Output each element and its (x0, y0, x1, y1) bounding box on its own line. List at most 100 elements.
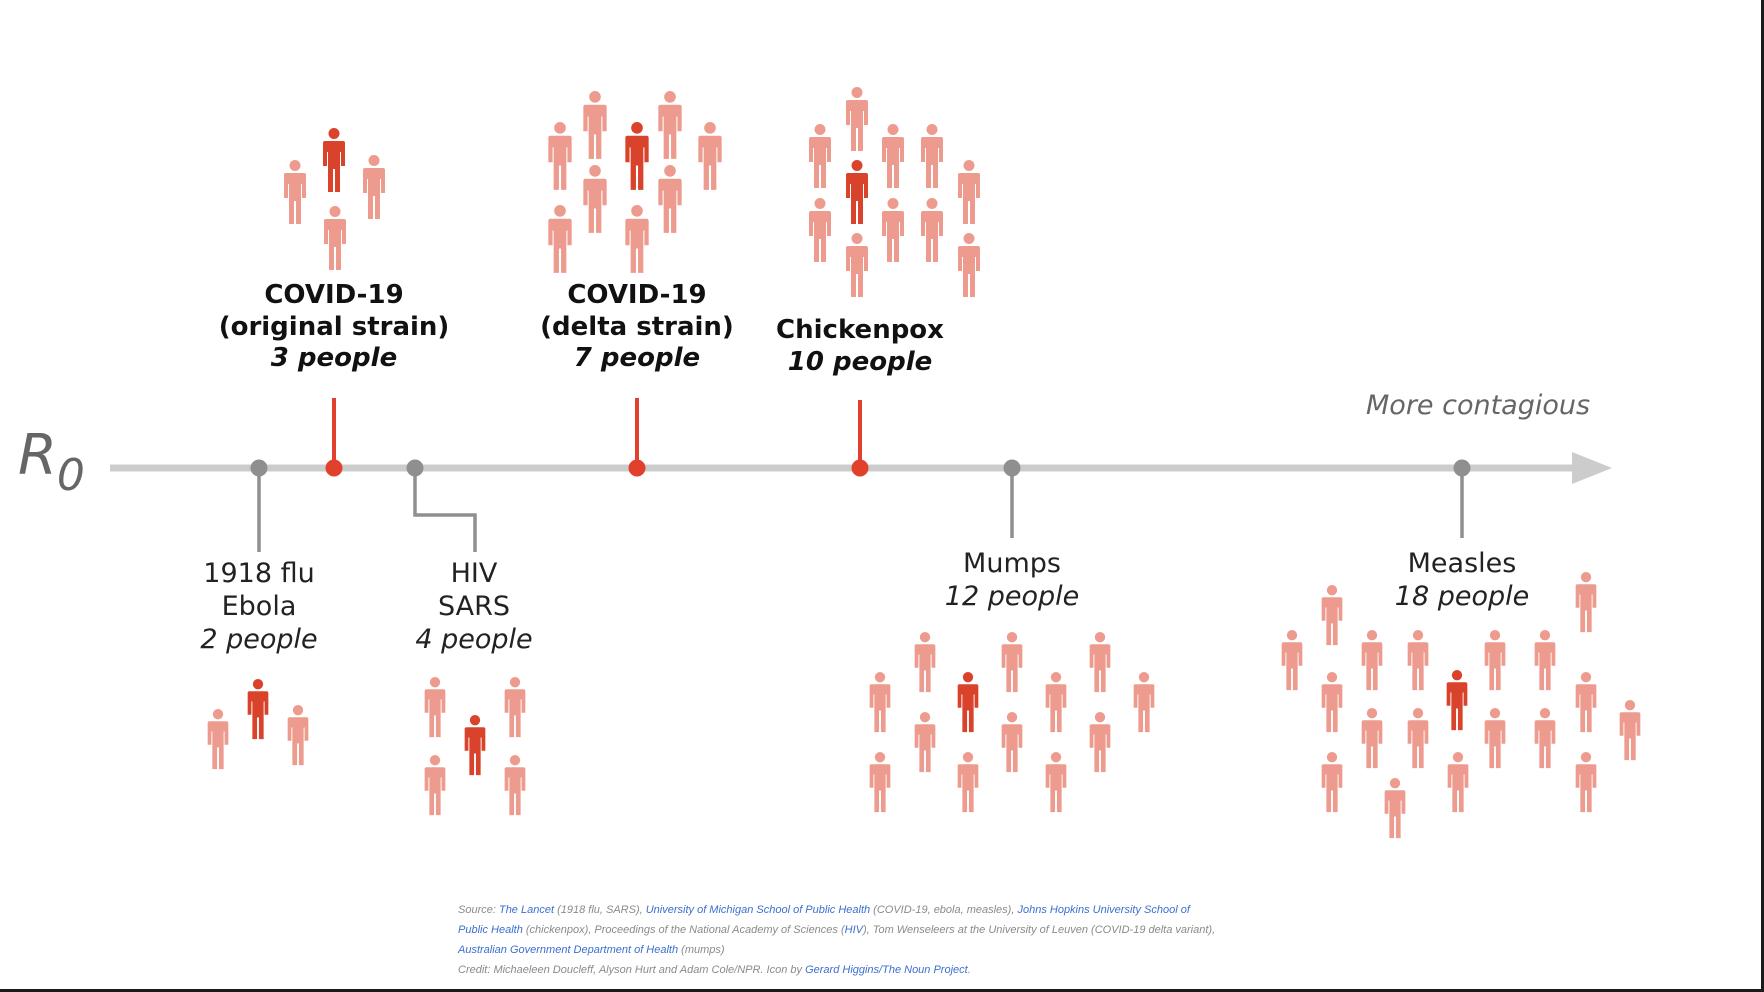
person-head (554, 122, 566, 134)
mumps-person-4 (1089, 632, 1111, 693)
person-body (846, 173, 868, 224)
source-text: Credit: Michaeleen Doucleff, Alyson Hurt… (458, 964, 806, 976)
person-body (424, 767, 446, 816)
chickenpox-person-6 (846, 160, 868, 224)
person-body (1575, 684, 1597, 733)
person-head (631, 122, 643, 134)
measles-person-18 (1575, 752, 1597, 813)
measles-person-16 (1321, 752, 1343, 813)
person-head (664, 165, 676, 177)
person-body (846, 246, 868, 297)
mumps-person-9 (1001, 712, 1023, 773)
person-body (921, 211, 943, 262)
person-head (1006, 712, 1018, 723)
mumps-count: 12 people (944, 580, 1080, 612)
measles-count: 18 people (1394, 580, 1530, 612)
person-body (504, 689, 526, 738)
source-link[interactable]: Johns Hopkins University School of (1017, 904, 1190, 916)
person-head (962, 752, 974, 763)
person-body (287, 717, 309, 766)
person-body (1089, 724, 1111, 773)
person-head (429, 677, 441, 688)
measles-person-4 (1281, 630, 1303, 691)
chickenpox-person-9 (921, 198, 943, 262)
person-body (1321, 597, 1343, 646)
person-head (919, 632, 931, 643)
person-head (963, 160, 975, 171)
measles-person-9 (1321, 672, 1343, 733)
person-head (851, 87, 863, 98)
chickenpox-person-7 (809, 198, 831, 262)
source-line-3: Australian Government Department of Heal… (458, 940, 1358, 960)
source-link[interactable]: University of Michigan School of Public … (645, 904, 871, 916)
person-body (1361, 642, 1383, 691)
person-head (926, 198, 938, 209)
person-head (469, 715, 481, 726)
mumps-person-3 (1001, 632, 1023, 693)
person-head (874, 672, 886, 683)
person-head (589, 165, 601, 177)
hiv-sars-stem (413, 468, 477, 552)
measles-person-14 (1534, 708, 1556, 769)
person-head (368, 155, 380, 166)
person-body (809, 137, 831, 188)
covid-delta-person-3 (658, 91, 682, 159)
person-body (1619, 712, 1641, 761)
person-head (963, 233, 975, 244)
person-body (548, 218, 572, 273)
measles-person-17 (1447, 752, 1469, 813)
chickenpox-person-4 (809, 124, 831, 188)
person-body (247, 691, 269, 740)
axis-arrowhead (1572, 452, 1612, 484)
measles-marker-dot (1453, 459, 1471, 477)
person-head (292, 705, 304, 716)
person-head (1138, 672, 1150, 683)
person-head (919, 712, 931, 723)
covid-original-label: COVID-19(original strain)3 people (219, 280, 450, 375)
person-body (869, 764, 891, 813)
measles-person-3 (1575, 572, 1597, 633)
hiv-sars-person-5 (504, 755, 526, 816)
person-head (1489, 708, 1501, 719)
source-link[interactable]: Australian Government Department of Heal… (458, 944, 679, 956)
source-link[interactable]: Public Health (458, 924, 523, 936)
covid-original-person-4 (324, 206, 346, 270)
chickenpox-person-5 (958, 160, 980, 224)
person-head (1412, 708, 1424, 719)
hiv-sars-person-2 (424, 677, 446, 738)
measles-person-7 (1484, 630, 1506, 691)
covid-delta-name-line: COVID-19 (567, 280, 707, 310)
person-body (1534, 642, 1556, 691)
source-line-1: Source: The Lancet (1918 flu, SARS), Uni… (458, 900, 1358, 920)
person-body (914, 724, 936, 773)
source-text: (1918 flu, SARS), (554, 904, 646, 916)
person-head (1451, 670, 1463, 681)
source-link[interactable]: HIV (844, 924, 863, 936)
measles-person-1 (1446, 670, 1468, 731)
person-body (583, 178, 607, 233)
chickenpox-name-line: Chickenpox (776, 315, 944, 345)
source-link[interactable]: Gerard Higgins/The Noun Project (805, 964, 968, 976)
r0-axis-symbol: R0 (18, 423, 85, 501)
person-body (1321, 684, 1343, 733)
measles-person-10 (1575, 672, 1597, 733)
covid-delta-label: COVID-19(delta strain)7 people (540, 280, 734, 375)
person-head (289, 160, 301, 171)
person-body (1384, 790, 1406, 839)
chickenpox-person-10 (846, 233, 868, 297)
person-head (851, 233, 863, 244)
measles-person-2 (1321, 585, 1343, 646)
person-head (664, 91, 676, 103)
mumps-person-7 (1133, 672, 1155, 733)
person-head (1624, 700, 1636, 711)
person-head (1286, 630, 1298, 641)
covid-delta-person-1 (625, 122, 649, 190)
person-body (1484, 720, 1506, 769)
person-body (625, 135, 649, 190)
person-body (1447, 764, 1469, 813)
person-head (1366, 708, 1378, 719)
source-link[interactable]: The Lancet (498, 904, 555, 916)
